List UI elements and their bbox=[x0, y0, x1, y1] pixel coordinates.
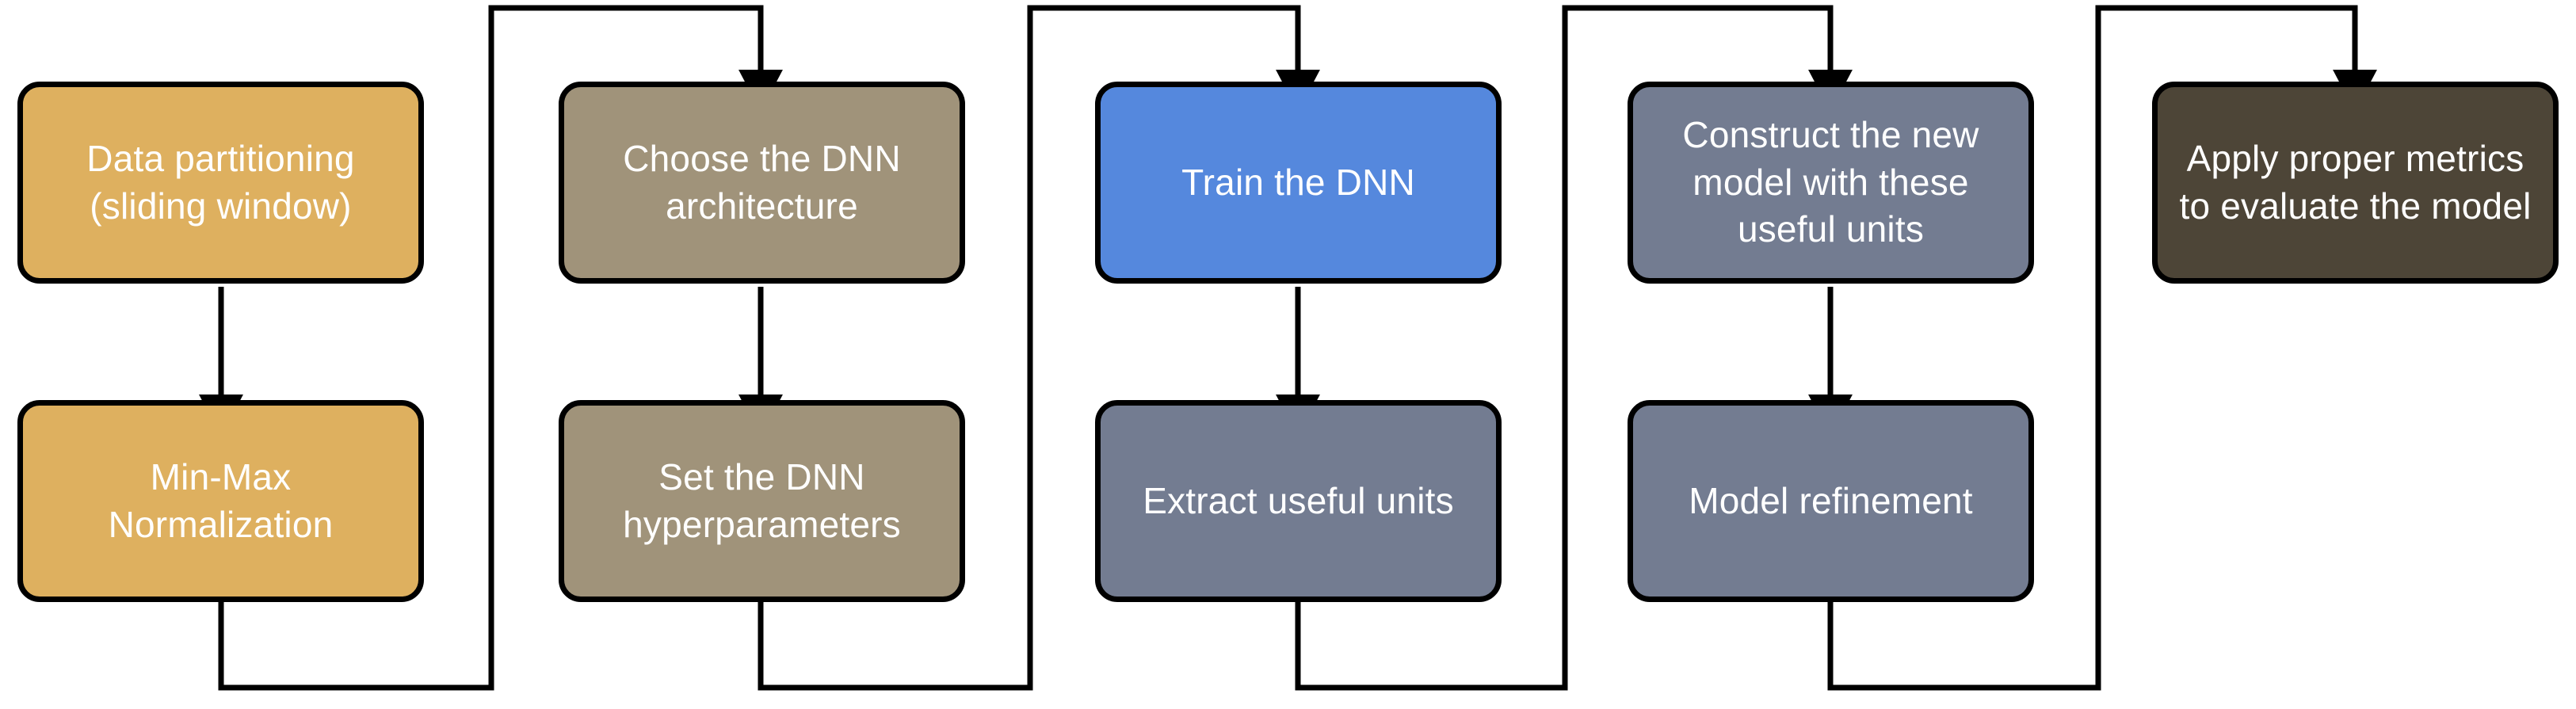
node-choose-dnn-architecture[interactable]: Choose the DNN architecture bbox=[559, 82, 965, 284]
node-apply-proper-metrics[interactable]: Apply proper metrics to evaluate the mod… bbox=[2152, 82, 2559, 284]
node-model-refinement[interactable]: Model refinement bbox=[1628, 400, 2034, 602]
node-set-dnn-hyperparameters[interactable]: Set the DNN hyperparameters bbox=[559, 400, 965, 602]
node-train-the-dnn[interactable]: Train the DNN bbox=[1095, 82, 1502, 284]
edge-col2-to-col3 bbox=[758, 5, 1320, 691]
edge-col1-to-col2 bbox=[218, 5, 783, 691]
edge-col4-to-col5 bbox=[1827, 5, 2377, 691]
node-min-max-normalization[interactable]: Min-Max Normalization bbox=[17, 400, 424, 602]
node-data-partitioning[interactable]: Data partitioning (sliding window) bbox=[17, 82, 424, 284]
node-extract-useful-units[interactable]: Extract useful units bbox=[1095, 400, 1502, 602]
node-construct-new-model[interactable]: Construct the new model with these usefu… bbox=[1628, 82, 2034, 284]
edge-col3-to-col4 bbox=[1295, 5, 1853, 691]
